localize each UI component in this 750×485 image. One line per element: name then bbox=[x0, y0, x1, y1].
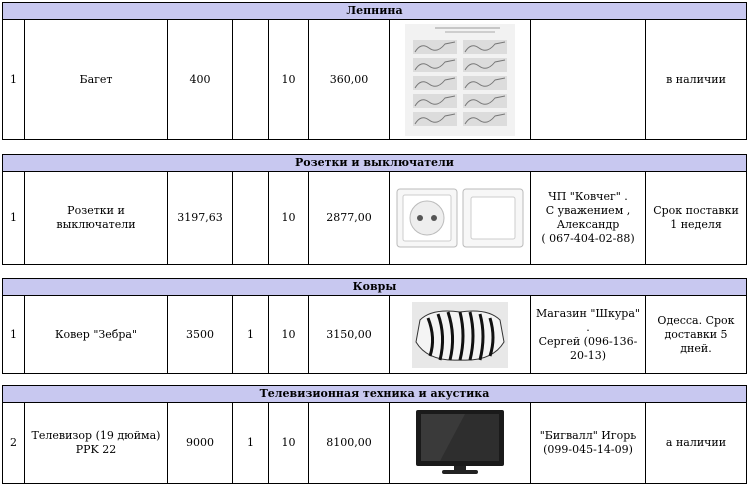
quantity bbox=[233, 20, 269, 139]
contact-line: Магазин "Шкура" . bbox=[536, 306, 640, 334]
seller-contact: Магазин "Шкура" . Сергей (096-136-20-13) bbox=[531, 296, 646, 373]
contact-line: "Бигвалл" Игорь bbox=[539, 429, 637, 442]
seller-contact bbox=[531, 20, 646, 139]
section-tv: Телевизионная техника и акустика 2 Телев… bbox=[2, 385, 747, 485]
table-row: 1 Ковер "Зебра" 3500 1 10 3150,00 bbox=[2, 296, 747, 374]
table-row: 2 Телевизор (19 дюйма) PPK 22 9000 1 10 … bbox=[2, 403, 747, 484]
contact-line: ЧП "Ковчег" . bbox=[548, 190, 628, 203]
section-sockets: Розетки и выключатели 1 Розетки и выключ… bbox=[2, 154, 747, 266]
section-title: Лепнина bbox=[2, 2, 747, 20]
contact-line: ( 067-404-02-88) bbox=[541, 232, 635, 245]
contact-line: (099-045-14-09) bbox=[543, 443, 633, 456]
total: 2877,00 bbox=[309, 172, 390, 264]
row-number: 1 bbox=[3, 20, 25, 139]
section-molding: Лепнина 1 Багет 400 10 360,00 bbox=[2, 2, 747, 140]
quantity bbox=[233, 172, 269, 264]
seller-contact: ЧП "Ковчег" . С уважением , Александр ( … bbox=[531, 172, 646, 264]
price: 3197,63 bbox=[168, 172, 233, 264]
socket-switch-image bbox=[396, 188, 524, 248]
molding-catalog-image bbox=[405, 23, 515, 136]
delivery-info: Одесса. Срок доставки 5 дней. bbox=[657, 313, 735, 355]
product-name: Телевизор (19 дюйма) PPK 22 bbox=[25, 403, 168, 483]
discount: 10 bbox=[269, 296, 309, 373]
row-number: 2 bbox=[3, 403, 25, 483]
delivery-info: а наличии bbox=[665, 436, 727, 449]
table-row: 1 Розетки и выключатели 3197,63 10 2877,… bbox=[2, 172, 747, 265]
total: 8100,00 bbox=[309, 403, 390, 483]
delivery-info: Срок поставки 1 неделя bbox=[653, 204, 739, 231]
price: 3500 bbox=[168, 296, 233, 373]
contact-line: Сергей (096-136-20-13) bbox=[538, 334, 638, 362]
tv-image bbox=[416, 410, 504, 474]
price: 9000 bbox=[168, 403, 233, 483]
discount: 10 bbox=[269, 20, 309, 139]
product-name: Ковер "Зебра" bbox=[25, 296, 168, 373]
contact-line: С уважением , bbox=[545, 204, 631, 217]
table-row: 1 Багет 400 10 360,00 bbox=[2, 20, 747, 140]
section-title: Телевизионная техника и акустика bbox=[2, 385, 747, 403]
price: 400 bbox=[168, 20, 233, 139]
product-image-cell bbox=[390, 20, 531, 139]
product-image-cell bbox=[390, 403, 531, 483]
total: 3150,00 bbox=[309, 296, 390, 373]
row-number: 1 bbox=[3, 172, 25, 264]
product-image-cell bbox=[390, 172, 531, 264]
total: 360,00 bbox=[309, 20, 390, 139]
seller-contact: "Бигвалл" Игорь (099-045-14-09) bbox=[531, 403, 646, 483]
product-name: Розетки и выключатели bbox=[25, 172, 168, 264]
discount: 10 bbox=[269, 403, 309, 483]
product-image-cell bbox=[390, 296, 531, 373]
product-name: Багет bbox=[25, 20, 168, 139]
discount: 10 bbox=[269, 172, 309, 264]
row-number: 1 bbox=[3, 296, 25, 373]
zebra-rug-image bbox=[412, 301, 508, 368]
quantity: 1 bbox=[233, 403, 269, 483]
contact-line: Александр bbox=[556, 218, 620, 231]
delivery-info: в наличии bbox=[666, 72, 726, 86]
section-title: Ковры bbox=[2, 278, 747, 296]
section-title: Розетки и выключатели bbox=[2, 154, 747, 172]
section-carpets: Ковры 1 Ковер "Зебра" 3500 1 10 3150,00 bbox=[2, 278, 747, 374]
quantity: 1 bbox=[233, 296, 269, 373]
